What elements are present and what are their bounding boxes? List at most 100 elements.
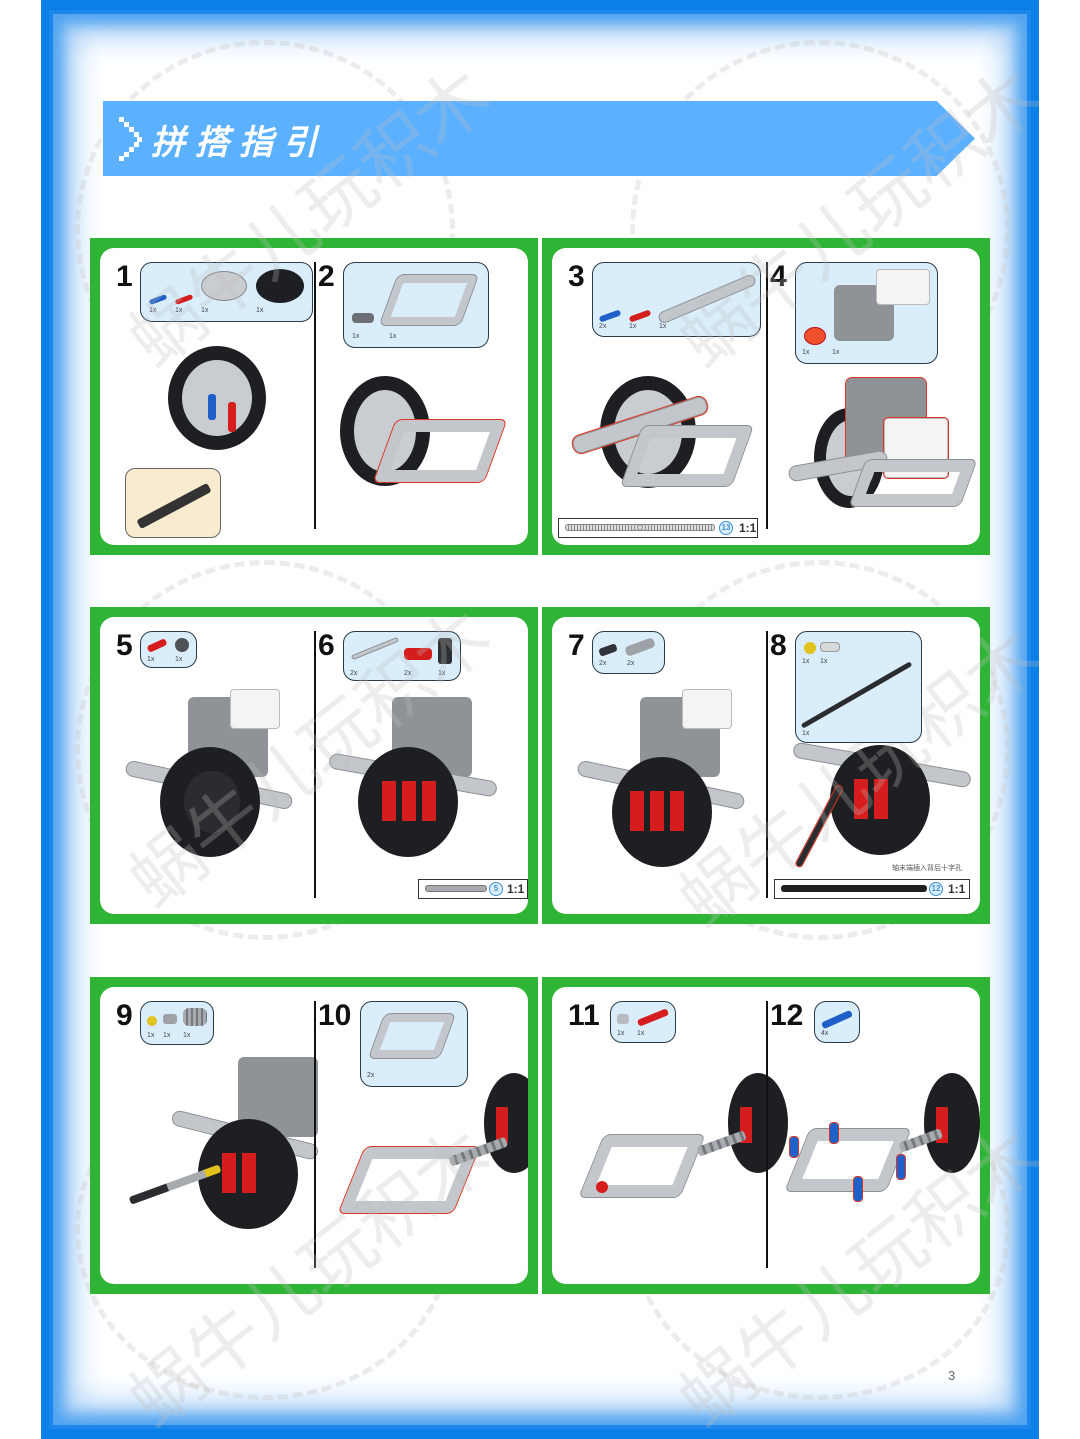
panel-body: 11 1x 1x 12 4x [552,987,980,1284]
panel-body: 5 1x 1x 6 2x 2x 1x [100,617,528,914]
panel-body: 3 2x 1x 1x 13 1:1 4 1x 1x [552,248,980,545]
motor-white-housing [230,689,280,729]
step-number: 10 [318,999,352,1032]
axle-icon [350,636,400,661]
step-number: 11 [568,999,600,1032]
part-qty: 1x [617,1030,625,1037]
length-badge: 13 [719,521,733,535]
turntable-gear-icon [256,269,304,303]
parts-list: 1x 1x 1x 1x [140,262,313,322]
turntable-top-icon [201,271,247,301]
blue-pin-part [896,1154,906,1180]
beam-13-icon [656,273,758,325]
scale-ratio: 1:1 [948,882,966,896]
red-pin-icon [628,309,652,323]
red-pin-part [596,1181,608,1193]
parts-list: 1x 1x [343,262,489,348]
small-gear-icon [175,638,189,652]
gear-assembly-illustration [484,1073,528,1173]
gear-assembly-illustration [612,757,712,867]
beam-scale-bar [565,524,715,531]
instruction-panel-2: 3 2x 1x 1x 13 1:1 4 1x 1x [542,238,990,555]
motor-white-housing [682,689,732,729]
gear-assembly-illustration [728,1073,788,1173]
parts-list: 4x [814,1001,860,1043]
gear-assembly-illustration [830,745,930,855]
yellow-bush-icon [804,642,816,654]
parts-list: 1x 1x [610,1001,676,1043]
preview-thumbnail [125,468,221,538]
part-qty: 2x [367,1072,375,1079]
step-number: 1 [116,260,133,293]
step-number: 7 [568,629,585,662]
part-qty: 2x [404,670,412,677]
blue-pin-icon [820,1009,854,1030]
part-qty: 2x [627,660,635,667]
step-divider [314,262,316,529]
part-qty: 1x [175,656,183,663]
part-qty: 1x [802,658,810,665]
connector-icon [352,313,374,323]
parts-list: 2x 2x 1x [343,631,461,681]
motor-body-icon [876,269,930,305]
motor-hub-icon [804,327,826,345]
blue-pin-icon [148,294,168,305]
gray-bush-icon [163,1014,177,1024]
part-qty: 1x [163,1032,171,1039]
yellow-bush-icon [147,1016,157,1026]
step-divider [766,631,768,898]
part-qty: 1x [352,333,360,340]
part-qty: 1x [183,1032,191,1039]
red-beam-icon [404,648,432,660]
part-qty: 1x [438,670,446,677]
blue-pin-part [853,1176,863,1202]
axle-pin-icon [598,643,618,657]
step-number: 12 [770,999,804,1032]
part-qty: 1x [149,307,157,314]
panel-body: 7 2x 2x 8 1x 1x 1x [552,617,980,914]
panel-body: 1 1x 1x 1x 1x 2 1x 1x [100,248,528,545]
part-qty: 1x [147,656,155,663]
chevron-right-icon [119,117,142,161]
red-pin-icon [174,294,194,305]
turntable-assembly-illustration [168,346,266,450]
scale-reference: 5 1:1 [418,879,528,899]
part-qty: 1x [147,1032,155,1039]
open-frame-part [372,419,508,483]
scale-reference: 12 1:1 [774,879,970,899]
page-number: 3 [948,1368,956,1383]
part-qty: 1x [256,307,264,314]
step-number: 6 [318,629,335,662]
scale-ratio: 1:1 [739,521,757,535]
step-number: 3 [568,260,585,293]
part-qty: 1x [629,323,637,330]
part-qty: 2x [350,670,358,677]
part-qty: 2x [599,660,607,667]
part-qty: 1x [201,307,209,314]
instruction-panel-1: 1 1x 1x 1x 1x 2 1x 1x [90,238,538,555]
open-frame-part [784,1128,912,1192]
gear-assembly-illustration [924,1073,980,1173]
part-qty: 2x [599,323,607,330]
worm-gear-icon [183,1008,207,1026]
gray-bush-icon [820,642,840,652]
blue-pin-part [829,1122,839,1144]
part-qty: 1x [637,1030,645,1037]
parts-list: 2x 2x [592,631,665,674]
step-divider [766,1001,768,1268]
gray-bush-icon [617,1014,629,1024]
step-number: 2 [318,260,335,293]
step-divider [314,631,316,898]
parts-list: 1x 1x [795,262,938,364]
step-number: 4 [770,260,787,293]
part-qty: 1x [820,658,828,665]
gear-assembly-illustration [160,747,260,857]
motor-white-housing [883,417,949,479]
step-divider [766,262,768,529]
red-pin-icon [636,1008,670,1027]
parts-list: 1x 1x [140,631,197,668]
part-qty: 1x [659,323,667,330]
length-badge: 5 [489,882,503,896]
instruction-panel-6: 11 1x 1x 12 4x [542,977,990,1294]
step-number: 9 [116,999,133,1032]
